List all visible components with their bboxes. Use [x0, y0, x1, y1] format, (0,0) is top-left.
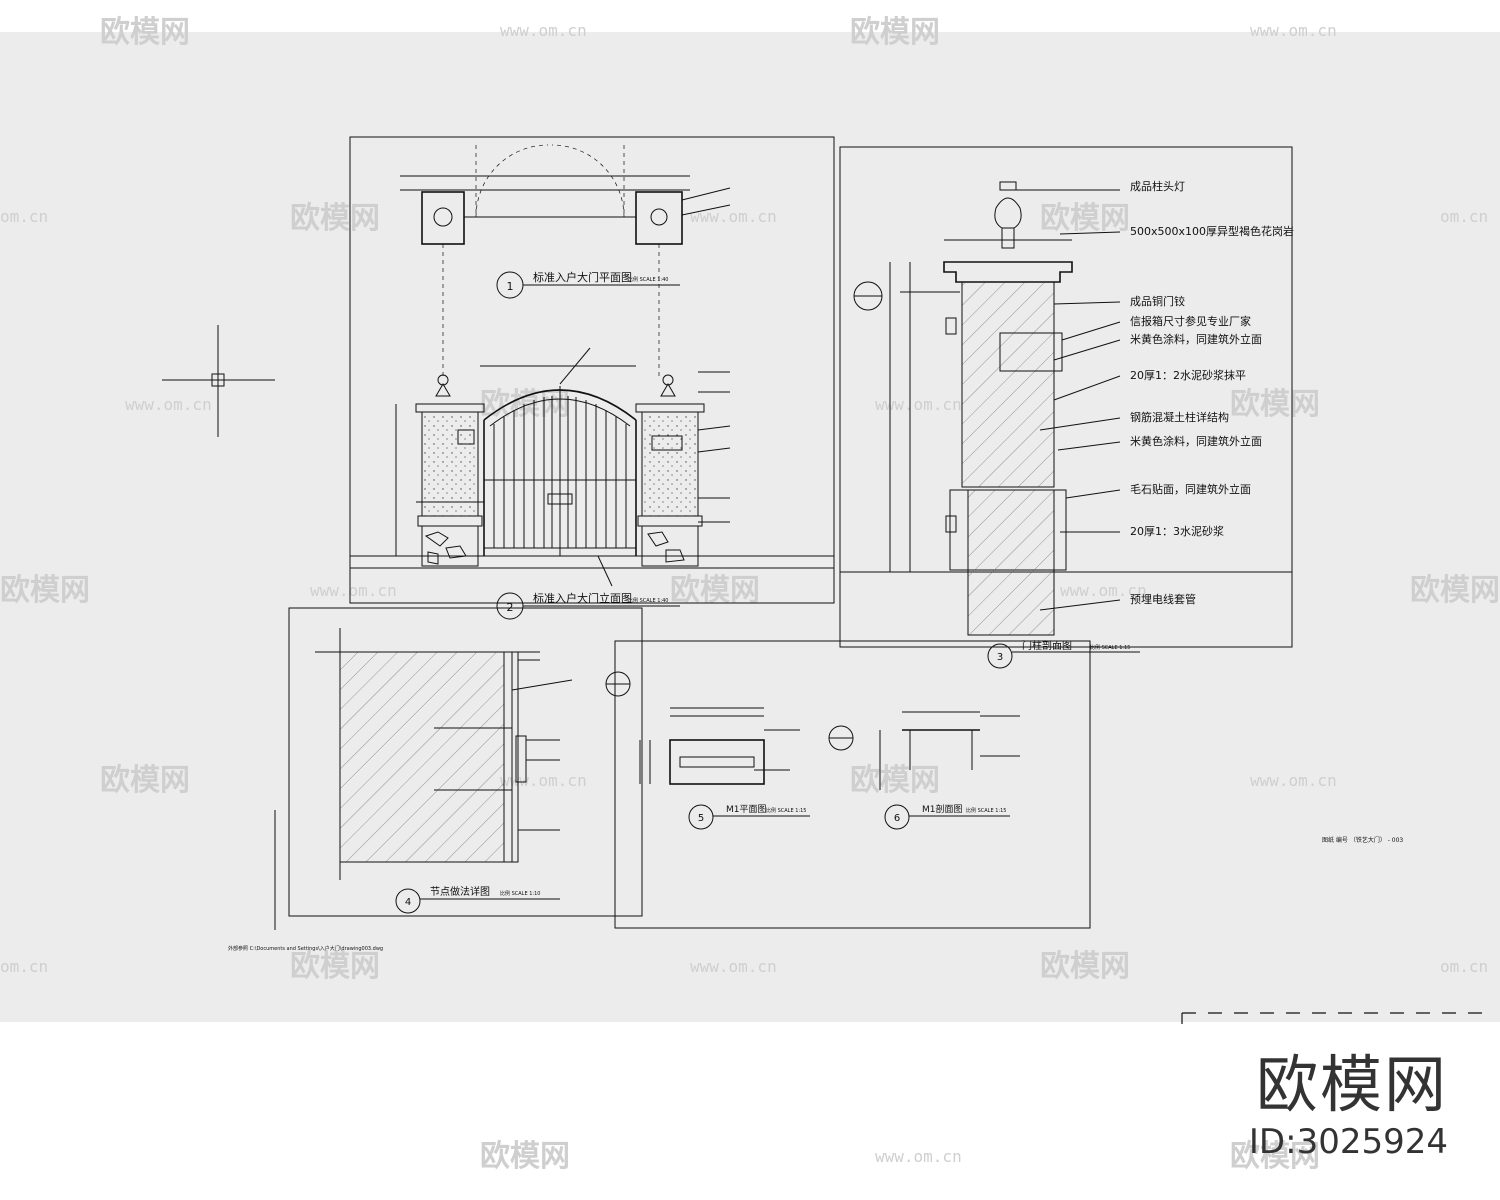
- svg-text:欧模网: 欧模网: [480, 387, 570, 422]
- svg-text:20厚1：3水泥砂浆: 20厚1：3水泥砂浆: [1130, 524, 1224, 538]
- svg-text:欧模网: 欧模网: [100, 15, 190, 50]
- svg-text:4: 4: [405, 897, 411, 908]
- svg-text:节点做法详图: 节点做法详图: [430, 885, 490, 898]
- svg-text:欧模网: 欧模网: [1230, 387, 1320, 422]
- svg-text:欧模网: 欧模网: [290, 949, 380, 984]
- svg-text:20厚1：2水泥砂浆抹平: 20厚1：2水泥砂浆抹平: [1130, 368, 1246, 382]
- watermark-layer: 欧模网 欧模网 欧模网 欧模网 欧模网 欧模网 欧模网 欧模网 欧模网 欧模网 …: [0, 15, 1500, 1174]
- gate-plan-view: [400, 144, 731, 380]
- brand-watermark: 欧模网 ID:3025924: [1249, 1050, 1448, 1164]
- svg-text:标准入户大门平面图: 标准入户大门平面图: [533, 270, 632, 284]
- xref-file-path: 外部参照 C:\Documents and Settings\入户大门\draw…: [228, 945, 383, 952]
- svg-text:3: 3: [997, 652, 1003, 663]
- svg-text:500x500x100厚异型褐色花岗岩: 500x500x100厚异型褐色花岗岩: [1130, 224, 1294, 238]
- svg-text:1: 1: [507, 280, 514, 293]
- svg-text:om.cn: om.cn: [0, 957, 48, 976]
- section-marker-small: [605, 671, 854, 751]
- brand-name: 欧模网: [1255, 1048, 1448, 1121]
- svg-text:比例 SCALE 1:15: 比例 SCALE 1:15: [766, 807, 806, 814]
- svg-text:比例 SCALE 1:15: 比例 SCALE 1:15: [966, 807, 1006, 814]
- svg-text:om.cn: om.cn: [0, 207, 48, 226]
- svg-text:预埋电线套管: 预埋电线套管: [1130, 592, 1196, 606]
- svg-text:欧模网: 欧模网: [480, 1139, 570, 1174]
- node-detail-sheet-frame: [288, 607, 643, 917]
- svg-text:www.om.cn: www.om.cn: [690, 207, 777, 226]
- svg-text:欧模网: 欧模网: [1230, 1139, 1320, 1174]
- svg-text:www.om.cn: www.om.cn: [1250, 21, 1337, 40]
- svg-text:比例 SCALE 1:15: 比例 SCALE 1:15: [1090, 644, 1130, 651]
- drawing-canvas-background: [0, 32, 1500, 1022]
- svg-text:www.om.cn: www.om.cn: [875, 395, 962, 414]
- mailbox-sheet-frame: [614, 640, 1091, 929]
- watermark-url: www.om.cn www.om.cn om.cn www.om.cn om.c…: [0, 21, 1488, 1166]
- svg-text:米黄色涂料，同建筑外立面: 米黄色涂料，同建筑外立面: [1130, 434, 1262, 448]
- svg-text:比例 SCALE 1:40: 比例 SCALE 1:40: [628, 597, 668, 604]
- m1-section-view: [879, 711, 1020, 790]
- svg-text:欧模网: 欧模网: [290, 201, 380, 236]
- svg-text:M1平面图: M1平面图: [726, 804, 767, 815]
- svg-text:www.om.cn: www.om.cn: [125, 395, 212, 414]
- svg-text:欧模网: 欧模网: [100, 763, 190, 798]
- svg-text:门柱剖面图: 门柱剖面图: [1022, 639, 1072, 652]
- svg-text:5: 5: [698, 813, 704, 824]
- svg-text:www.om.cn: www.om.cn: [500, 771, 587, 790]
- svg-text:米黄色涂料，同建筑外立面: 米黄色涂料，同建筑外立面: [1130, 332, 1262, 346]
- gate-bars: [493, 396, 627, 548]
- svg-text:成品柱头灯: 成品柱头灯: [1130, 179, 1185, 193]
- title-block-border: [1181, 1012, 1485, 1024]
- pillar-sheet-frame: [839, 146, 1293, 648]
- svg-text:比例 SCALE 1:40: 比例 SCALE 1:40: [628, 276, 668, 283]
- brand-id: ID:3025924: [1248, 1122, 1448, 1162]
- section-marker: [853, 281, 883, 311]
- ucs-crosshair-icon: [162, 325, 275, 437]
- svg-text:标准入户大门立面图: 标准入户大门立面图: [533, 591, 632, 605]
- svg-text:信报箱尺寸参见专业厂家: 信报箱尺寸参见专业厂家: [1130, 314, 1251, 328]
- svg-text:比例 SCALE 1:10: 比例 SCALE 1:10: [500, 890, 540, 897]
- svg-text:www.om.cn: www.om.cn: [690, 957, 777, 976]
- svg-text:6: 6: [894, 813, 900, 824]
- svg-text:毛石贴面，同建筑外立面: 毛石贴面，同建筑外立面: [1130, 482, 1251, 496]
- svg-text:om.cn: om.cn: [1440, 207, 1488, 226]
- pillar-section-view: [889, 181, 1121, 636]
- svg-text:钢筋混凝土柱详结构: 钢筋混凝土柱详结构: [1130, 410, 1229, 424]
- view-label-3: 3 门柱剖面图 比例 SCALE 1:15: [987, 639, 1140, 669]
- svg-text:欧模网: 欧模网: [850, 15, 940, 50]
- svg-text:欧模网: 欧模网: [670, 573, 760, 608]
- view-label-5: 5 M1平面图 比例 SCALE 1:15: [688, 804, 810, 830]
- svg-text:om.cn: om.cn: [1440, 957, 1488, 976]
- svg-text:www.om.cn: www.om.cn: [875, 1147, 962, 1166]
- sheet-code: 图纸 编号 （铁艺大门） - 003: [1322, 836, 1403, 844]
- svg-text:www.om.cn: www.om.cn: [500, 21, 587, 40]
- svg-text:www.om.cn: www.om.cn: [310, 581, 397, 600]
- pillar-notes: 成品柱头灯 500x500x100厚异型褐色花岗岩 成品铜门铰 信报箱尺寸参见专…: [1130, 179, 1294, 606]
- svg-text:成品铜门铰: 成品铜门铰: [1130, 294, 1185, 308]
- view-label-2: 2 标准入户大门立面图 比例 SCALE 1:40: [496, 591, 680, 620]
- svg-text:M1剖面图: M1剖面图: [922, 803, 963, 815]
- view-label-6: 6 M1剖面图 比例 SCALE 1:15: [884, 803, 1010, 830]
- svg-text:欧模网: 欧模网: [0, 573, 90, 608]
- svg-text:欧模网: 欧模网: [1040, 201, 1130, 236]
- gate-elevation-view: [350, 347, 834, 587]
- svg-text:欧模网: 欧模网: [850, 763, 940, 798]
- svg-text:欧模网: 欧模网: [1410, 573, 1500, 608]
- view-label-1: 1 标准入户大门平面图 比例 SCALE 1:40: [496, 270, 680, 299]
- gate-sheet-frame: [349, 136, 835, 604]
- watermark-logo: 欧模网 欧模网 欧模网 欧模网 欧模网 欧模网 欧模网 欧模网 欧模网 欧模网 …: [0, 15, 1500, 1174]
- m1-plan-view: [639, 707, 800, 785]
- svg-text:www.om.cn: www.om.cn: [1250, 771, 1337, 790]
- svg-text:欧模网: 欧模网: [1040, 949, 1130, 984]
- svg-text:www.om.cn: www.om.cn: [1060, 581, 1147, 600]
- node-detail-view: [274, 628, 573, 930]
- view-label-4: 4 节点做法详图 比例 SCALE 1:10: [395, 885, 560, 914]
